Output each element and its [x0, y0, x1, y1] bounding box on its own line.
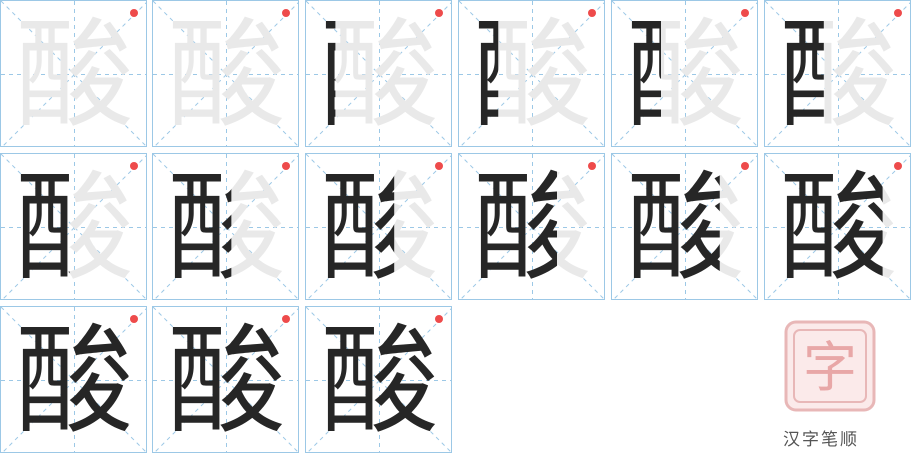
new-stroke-marker — [130, 162, 138, 170]
new-stroke-marker — [282, 9, 290, 17]
partial-character: 酸 — [320, 158, 439, 297]
new-stroke-marker — [282, 315, 290, 323]
grid-guides — [1, 1, 146, 146]
grid-guides — [153, 1, 298, 146]
stroke-step-cell: 酸酸 — [0, 0, 147, 147]
partial-character: 酸 — [153, 1, 172, 146]
grid-guides — [1, 154, 146, 299]
ghost-character: 酸 — [167, 311, 286, 450]
stroke-step-cell: 酸酸 — [305, 153, 452, 300]
grid-guides — [459, 154, 604, 299]
stamp-logo: 字 — [780, 316, 880, 416]
ghost-character: 酸 — [473, 158, 592, 297]
partial-character: 酸 — [167, 158, 286, 297]
grid-guides — [765, 1, 910, 146]
new-stroke-marker — [282, 162, 290, 170]
partial-character: 酸 — [473, 158, 592, 297]
new-stroke-marker — [741, 9, 749, 17]
partial-character: 酸 — [167, 311, 286, 450]
stroke-step-cell: 酸酸 — [0, 153, 147, 300]
grid-guides — [612, 154, 757, 299]
stroke-step-cell: 酸酸 — [764, 0, 911, 147]
ghost-character: 酸 — [779, 5, 898, 144]
grid-guides — [306, 154, 451, 299]
ghost-character: 酸 — [626, 158, 745, 297]
ghost-character: 酸 — [779, 158, 898, 297]
stroke-step-cell: 酸酸 — [152, 0, 299, 147]
stroke-step-cell: 酸酸 — [764, 153, 911, 300]
brand-label: 汉字笔顺 — [783, 430, 859, 450]
ghost-character: 酸 — [320, 5, 439, 144]
partial-character: 酸 — [320, 311, 439, 450]
partial-character: 酸 — [15, 311, 134, 450]
partial-character: 酸 — [779, 158, 898, 297]
stroke-step-cell: 酸酸 — [152, 306, 299, 453]
new-stroke-marker — [894, 9, 902, 17]
ghost-character: 酸 — [626, 5, 745, 144]
ghost-character: 酸 — [473, 5, 592, 144]
new-stroke-marker — [741, 162, 749, 170]
new-stroke-marker — [130, 315, 138, 323]
stroke-step-cell: 酸酸 — [458, 153, 605, 300]
new-stroke-marker — [894, 162, 902, 170]
grid-guides — [765, 154, 910, 299]
new-stroke-marker — [588, 162, 596, 170]
stroke-step-cell: 酸酸 — [305, 0, 452, 147]
new-stroke-marker — [588, 9, 596, 17]
grid-guides — [306, 307, 451, 452]
stroke-step-cell: 酸酸 — [0, 306, 147, 453]
partial-character: 酸 — [459, 1, 498, 146]
stroke-step-cell: 酸酸 — [458, 0, 605, 147]
grid-guides — [459, 1, 604, 146]
stroke-step-cell: 酸酸 — [305, 306, 452, 453]
ghost-character: 酸 — [15, 311, 134, 450]
new-stroke-marker — [435, 9, 443, 17]
ghost-character: 酸 — [167, 5, 286, 144]
ghost-character: 酸 — [320, 158, 439, 297]
partial-character: 酸 — [1, 154, 69, 299]
new-stroke-marker — [130, 9, 138, 17]
grid-guides — [153, 307, 298, 452]
ghost-character: 酸 — [167, 158, 286, 297]
new-stroke-marker — [435, 315, 443, 323]
partial-character: 酸 — [306, 1, 335, 146]
stamp-glyph: 字 — [803, 336, 857, 399]
partial-character: 酸 — [612, 1, 660, 146]
grid-guides — [612, 1, 757, 146]
grid-guides — [1, 307, 146, 452]
new-stroke-marker — [435, 162, 443, 170]
grid-guides — [153, 154, 298, 299]
stroke-step-cell: 酸酸 — [611, 0, 758, 147]
stroke-step-cell: 酸酸 — [152, 153, 299, 300]
grid-guides — [306, 1, 451, 146]
ghost-character: 酸 — [15, 5, 134, 144]
stroke-step-cell: 酸酸 — [611, 153, 758, 300]
partial-character: 酸 — [626, 158, 745, 297]
ghost-character: 酸 — [15, 158, 134, 297]
partial-character: 酸 — [765, 1, 823, 146]
ghost-character: 酸 — [320, 311, 439, 450]
